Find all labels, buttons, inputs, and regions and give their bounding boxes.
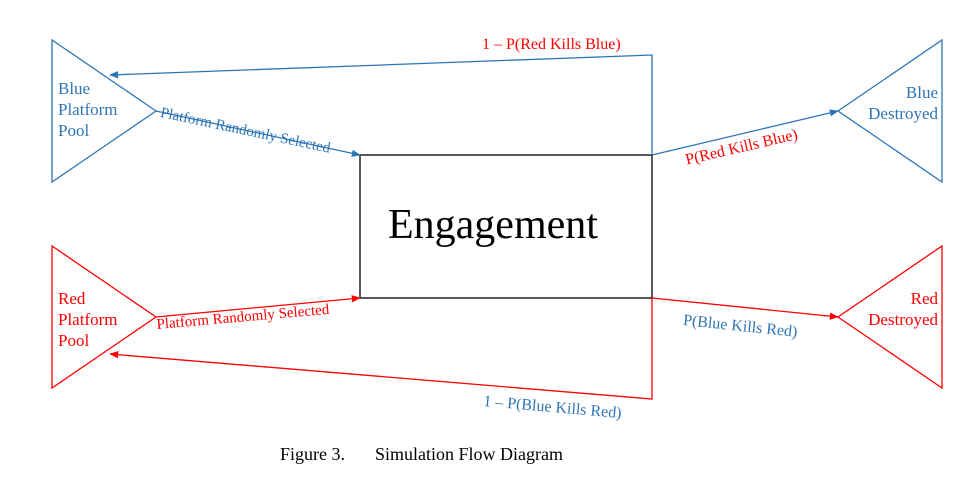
figure-title: Simulation Flow Diagram — [375, 444, 563, 464]
blue-pool-line-3: Pool — [58, 121, 90, 140]
blue-destroyed-triangle — [836, 38, 943, 184]
red-pool-label: Red Platform Pool — [58, 288, 118, 351]
blue-destroyed-label: Blue Destroyed — [868, 82, 938, 124]
blue-destroyed-line-2: Destroyed — [868, 104, 938, 123]
figure-caption: Figure 3. Simulation Flow Diagram — [280, 445, 563, 463]
red-destroyed-label: Red Destroyed — [868, 288, 938, 330]
blue-pool-label: Blue Platform Pool — [58, 78, 118, 141]
blue-destroyed-line-1: Blue — [905, 83, 938, 102]
blue-pool-triangle — [51, 38, 158, 184]
red-pool-line-3: Pool — [58, 331, 90, 350]
engagement-box — [359, 154, 653, 299]
red-destroyed-triangle — [836, 244, 943, 390]
red-return-arrow — [109, 298, 653, 400]
blue-pool-line-2: Platform — [58, 100, 118, 119]
blue-pool-line-1: Blue — [58, 79, 91, 98]
red-pool-line-1: Red — [58, 289, 86, 308]
figure-number: Figure 3. — [280, 444, 345, 464]
red-kills-blue-arrow — [651, 109, 839, 156]
red-pool-line-2: Platform — [58, 310, 118, 329]
blue-selected-arrow — [155, 110, 361, 157]
not-red-kills-blue-label: 1 – P(Red Kills Blue) — [482, 36, 621, 53]
engagement-label: Engagement — [388, 202, 598, 248]
red-destroyed-line-1: Red — [910, 289, 938, 308]
red-destroyed-line-2: Destroyed — [868, 310, 938, 329]
red-pool-triangle — [51, 244, 158, 390]
blue-return-arrow — [109, 54, 653, 155]
red-selected-arrow — [155, 295, 361, 318]
blue-kills-red-arrow — [651, 297, 839, 320]
